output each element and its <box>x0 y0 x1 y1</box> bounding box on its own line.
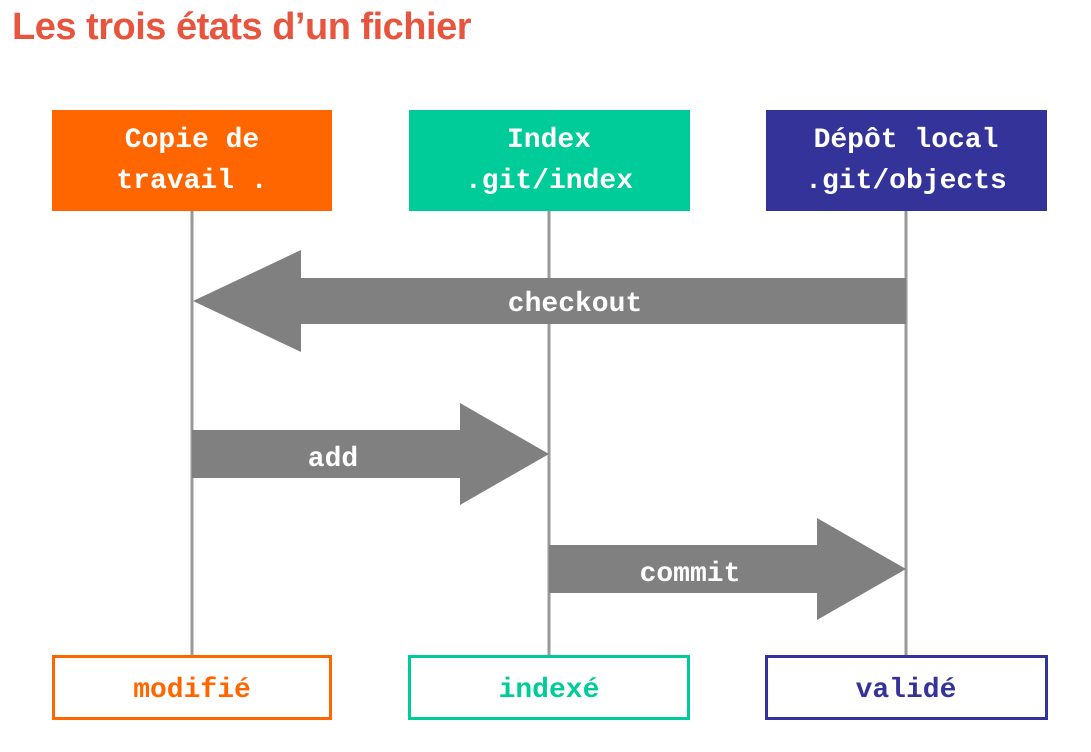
state-repo-label: validé <box>856 675 957 706</box>
arrow-commit-shape <box>549 518 906 620</box>
arrow-checkout-label: checkout <box>508 289 642 320</box>
state-box-index-border <box>408 655 690 720</box>
header-box-index: Index .git/index <box>409 110 690 211</box>
header-index-line-1: Index <box>507 125 591 156</box>
header-box-working-bg <box>52 110 332 211</box>
state-box-repo-border <box>765 655 1048 720</box>
state-index-label: indexé <box>499 675 600 706</box>
header-repo-line-2: .git/objects <box>805 166 1007 197</box>
state-box-working-border <box>52 655 332 720</box>
header-working-line-2: travail . <box>116 166 267 197</box>
state-box-working: modifié <box>52 655 332 720</box>
state-working-label: modifié <box>133 675 251 706</box>
header-box-working: Copie de travail . <box>52 110 332 211</box>
arrow-add: add <box>192 403 549 505</box>
header-repo-line-1: Dépôt local <box>814 125 999 156</box>
header-index-line-2: .git/index <box>465 166 633 197</box>
arrow-checkout-shape <box>193 250 906 352</box>
arrow-add-shape <box>192 403 549 505</box>
header-box-index-bg <box>409 110 690 211</box>
header-box-repo-bg <box>766 110 1047 211</box>
arrow-commit: commit <box>549 518 906 620</box>
arrow-commit-label: commit <box>640 559 741 590</box>
state-box-repo: validé <box>765 655 1048 720</box>
header-box-repo: Dépôt local .git/objects <box>766 110 1047 211</box>
header-working-line-1: Copie de <box>125 125 259 156</box>
state-box-index: indexé <box>408 655 690 720</box>
arrow-add-label: add <box>308 444 358 475</box>
arrow-checkout: checkout <box>193 250 906 352</box>
slide-title: Les trois états d’un fichier <box>12 6 472 48</box>
